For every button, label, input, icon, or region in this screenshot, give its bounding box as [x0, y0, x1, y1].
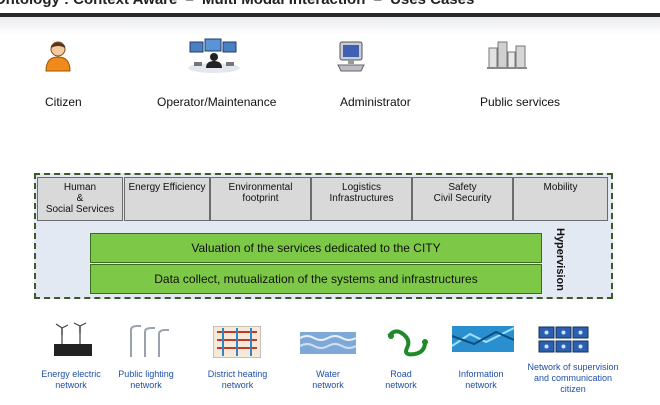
network-label-line: Information	[458, 369, 504, 379]
network-label-line: network	[385, 380, 417, 390]
title-underline	[0, 13, 660, 17]
title-separator-2: –	[374, 0, 382, 8]
network-label: Water network	[303, 369, 353, 391]
buildings-icon	[487, 41, 527, 69]
service-line: Environmental	[228, 182, 293, 193]
actor-label: Citizen	[45, 95, 82, 109]
network-label: Information network	[451, 369, 511, 391]
service-line: Infrastructures	[329, 193, 394, 204]
actor-label: Public services	[480, 95, 561, 109]
title-part-2: Multi Modal Interaction	[202, 0, 365, 8]
service-line: Mobility	[543, 182, 578, 193]
service-logistics: Logistics Infrastructures	[311, 177, 412, 221]
heating-pipes-icon	[213, 326, 261, 358]
wind-turbines-icon	[54, 322, 92, 356]
supervision-screens-icon	[538, 326, 589, 353]
person-icon	[45, 41, 71, 72]
hypervision-label: Hypervision	[553, 228, 567, 291]
network-label-line: Water	[316, 369, 340, 379]
service-line: footprint	[242, 193, 279, 204]
network-label: Energy electric network	[36, 369, 106, 391]
service-line: &	[76, 193, 84, 204]
service-safety: Safety Civil Security	[412, 177, 513, 221]
network-label-line: network	[130, 380, 162, 390]
service-mobility: Mobility	[513, 177, 608, 221]
hypervision-text: Hypervision	[554, 228, 566, 291]
data-collect-band: Data collect, mutualization of the syste…	[90, 264, 542, 294]
service-environmental-footprint: Environmental footprint	[210, 177, 311, 221]
actor-label: Operator/Maintenance	[157, 95, 277, 109]
network-label-line: Public lighting	[118, 369, 174, 379]
valuation-band: Valuation of the services dedicated to t…	[90, 233, 542, 263]
road-icon	[387, 329, 428, 357]
service-line: Safety	[448, 182, 477, 193]
network-label: Public lighting network	[109, 369, 183, 391]
network-label-line: Road	[390, 369, 412, 379]
title-separator-1: –	[186, 0, 194, 8]
network-label: Road network	[381, 369, 421, 391]
network-label-line: network	[312, 380, 344, 390]
computer-icon	[337, 41, 365, 72]
title-shadow	[0, 17, 660, 35]
network-label-line: network	[55, 380, 87, 390]
service-human-social: Human & Social Services	[37, 177, 123, 221]
network-label-line: citizen	[560, 384, 586, 394]
network-label: Network of supervision and communication…	[523, 362, 623, 395]
service-line: Human	[63, 182, 97, 193]
page-title: Ontology : Context Aware – Multi Modal I…	[0, 0, 474, 8]
street-lights-icon	[130, 325, 169, 357]
information-network-icon	[452, 326, 514, 352]
network-label-line: and communication	[533, 373, 613, 383]
actor-label: Administrator	[340, 95, 411, 109]
operator-screens-icon	[188, 38, 240, 73]
service-line: Energy Efficiency	[128, 182, 206, 193]
network-label-line: District heating	[207, 369, 268, 379]
network-label: District heating network	[200, 369, 275, 391]
title-part-1: Ontology : Context Aware	[0, 0, 177, 8]
service-line: Social Services	[45, 204, 115, 215]
network-label-line: Network of supervision	[527, 362, 619, 372]
title-part-3: Uses Cases	[390, 0, 474, 8]
service-line: Civil Security	[433, 193, 492, 204]
water-icon	[300, 332, 356, 354]
network-label-line: Energy electric	[41, 369, 101, 379]
service-energy-efficiency: Energy Efficiency	[124, 177, 210, 221]
service-line: Logistics	[342, 182, 381, 193]
network-label-line: network	[465, 380, 497, 390]
network-label-line: network	[221, 380, 254, 390]
